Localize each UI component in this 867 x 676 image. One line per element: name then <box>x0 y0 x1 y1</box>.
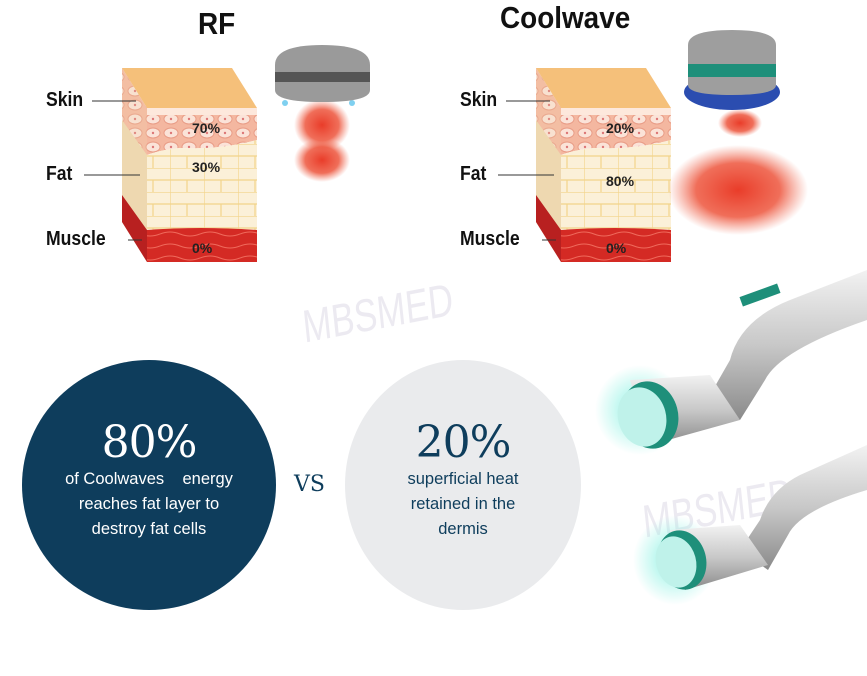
coolwave-pct-fat: 80% <box>606 173 635 189</box>
rf-heat-zone <box>294 99 350 151</box>
rf-title: RF <box>198 6 236 41</box>
rf-label-muscle: Muscle <box>46 228 106 250</box>
skin-diagrams <box>0 0 808 262</box>
coolwave-probe-icon <box>684 30 780 110</box>
rf-probe-icon <box>275 45 370 106</box>
coolwave-pct-skin: 20% <box>606 120 635 136</box>
coolwave-label-skin: Skin <box>460 89 498 111</box>
dermis-heat-circle: 20% superficial heat retained in the der… <box>345 360 581 610</box>
coolwave-heat-zone-skin <box>718 109 762 137</box>
fat-energy-line2: reaches fat layer to <box>78 494 220 513</box>
rf-pct-fat: 30% <box>192 159 221 175</box>
coolwave-title: Coolwave <box>500 0 631 35</box>
watermark-mbsmed: MBSMED <box>300 272 456 353</box>
coolwave-handpieces-icon <box>595 270 867 605</box>
fat-energy-circle: 80% of Coolwaves energy reaches fat laye… <box>22 360 276 610</box>
rf-label-skin: Skin <box>46 89 84 111</box>
dermis-heat-value: 20% <box>415 416 512 468</box>
fat-energy-line1: of Coolwaves energy <box>65 469 233 488</box>
rf-pct-muscle: 0% <box>192 240 213 256</box>
coolwave-label-muscle: Muscle <box>460 228 520 250</box>
coolwave-pct-muscle: 0% <box>606 240 627 256</box>
fat-energy-value: 80% <box>101 416 198 468</box>
rf-pct-skin: 70% <box>192 120 221 136</box>
dermis-heat-line3: dermis <box>438 519 488 538</box>
dermis-heat-line1: superficial heat <box>407 469 519 488</box>
coolwave-label-fat: Fat <box>460 163 487 185</box>
fat-energy-line3: destroy fat cells <box>91 519 207 538</box>
dermis-heat-line2: retained in the <box>410 494 516 513</box>
coolwave-heat-zone-fat <box>668 145 808 235</box>
rf-label-fat: Fat <box>46 163 73 185</box>
vs-label: VS <box>294 472 325 497</box>
